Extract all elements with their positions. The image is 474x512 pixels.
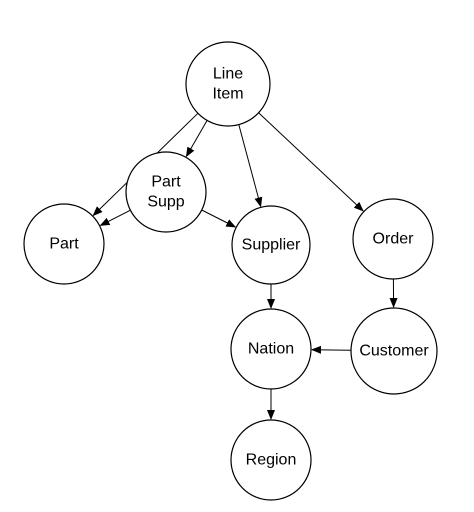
edge-partsupp-to-supplier	[201, 209, 237, 228]
node-customer: Customer	[350, 307, 438, 395]
node-nation: Nation	[230, 308, 312, 390]
node-circle-partsupp	[125, 151, 207, 233]
edge-lineitem-to-supplier	[238, 124, 263, 208]
node-part: Part	[23, 203, 105, 285]
node-label-supplier: Supplier	[242, 237, 301, 254]
node-circle-region	[230, 419, 312, 501]
edge-lineitem-to-order	[258, 112, 364, 212]
node-circle-nation	[230, 308, 312, 390]
node-label-part: Part	[49, 236, 79, 253]
edge-lineitem-to-partsupp	[185, 120, 208, 158]
node-circle-supplier	[231, 205, 311, 285]
node-label-region: Region	[246, 452, 297, 469]
node-order: Order	[352, 198, 434, 280]
node-label-partsupp: Supp	[147, 194, 184, 211]
node-label-lineitem: Line	[213, 66, 243, 83]
node-label-partsupp: Part	[151, 174, 181, 191]
node-label-lineitem: Item	[212, 86, 243, 103]
node-circle-part	[23, 203, 105, 285]
node-circle-order	[352, 198, 434, 280]
edge-customer-to-nation	[311, 345, 352, 354]
node-label-customer: Customer	[359, 343, 429, 360]
edge-partsupp-to-part	[99, 209, 131, 226]
node-circle-lineitem	[185, 41, 271, 127]
node-label-order: Order	[373, 231, 415, 248]
node-circle-customer	[350, 307, 438, 395]
node-supplier: Supplier	[231, 205, 311, 285]
node-region: Region	[230, 419, 312, 501]
node-label-nation: Nation	[248, 341, 294, 358]
